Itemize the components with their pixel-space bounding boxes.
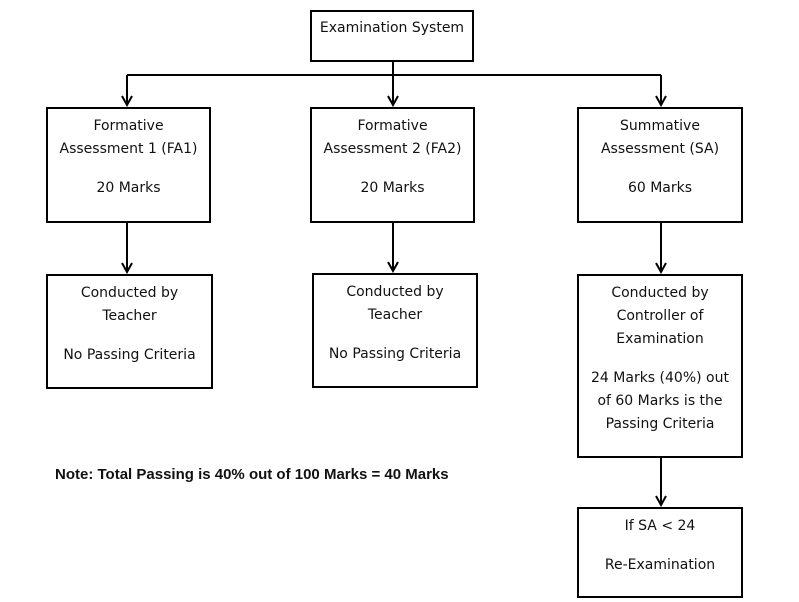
node-label-line1: Formative [357, 118, 428, 134]
node-label-line2: Teacher [102, 308, 157, 324]
node-condition: If SA < 24 [624, 518, 696, 534]
node-label-line1: Conducted by [346, 284, 444, 300]
node-label-line1: Conducted by [80, 285, 179, 301]
node-label-line2: Assessment 1 (FA1) [59, 141, 198, 157]
node-marks: 20 Marks [360, 180, 425, 196]
node-label-line1: Summative [620, 118, 700, 134]
node-marks: 20 Marks [96, 180, 161, 196]
node-label: Examination System [319, 20, 465, 36]
node-sa-conducted: Conducted by Controller of Examination 2… [577, 274, 743, 458]
node-label-line2: Teacher [367, 307, 423, 323]
node-label-line2: Controller of [616, 308, 704, 324]
node-label-line1: Conducted by [611, 285, 709, 301]
node-criteria: No Passing Criteria [328, 346, 462, 362]
node-action: Re-Examination [604, 557, 716, 573]
node-criteria-line2: of 60 Marks is the [597, 393, 723, 409]
node-criteria-line1: 24 Marks (40%) out [591, 370, 729, 386]
node-marks: 60 Marks [627, 180, 693, 196]
node-fa2: Formative Assessment 2 (FA2) 20 Marks [310, 107, 475, 223]
node-label-line2: Assessment 2 (FA2) [323, 141, 462, 157]
node-fa2-conducted: Conducted by Teacher No Passing Criteria [312, 273, 478, 388]
passing-note: Note: Total Passing is 40% out of 100 Ma… [55, 466, 449, 483]
node-sa: Summative Assessment (SA) 60 Marks [577, 107, 743, 223]
node-label-line2: Assessment (SA) [600, 141, 720, 157]
node-fa1: Formative Assessment 1 (FA1) 20 Marks [46, 107, 211, 223]
node-reexamination: If SA < 24 Re-Examination [577, 507, 743, 598]
node-label-line3: Examination [616, 331, 704, 347]
node-label-line1: Formative [93, 118, 164, 134]
node-criteria-line3: Passing Criteria [605, 416, 715, 432]
node-criteria: No Passing Criteria [63, 347, 196, 363]
node-fa1-conducted: Conducted by Teacher No Passing Criteria [46, 274, 213, 389]
node-examination-system: Examination System [310, 10, 474, 62]
